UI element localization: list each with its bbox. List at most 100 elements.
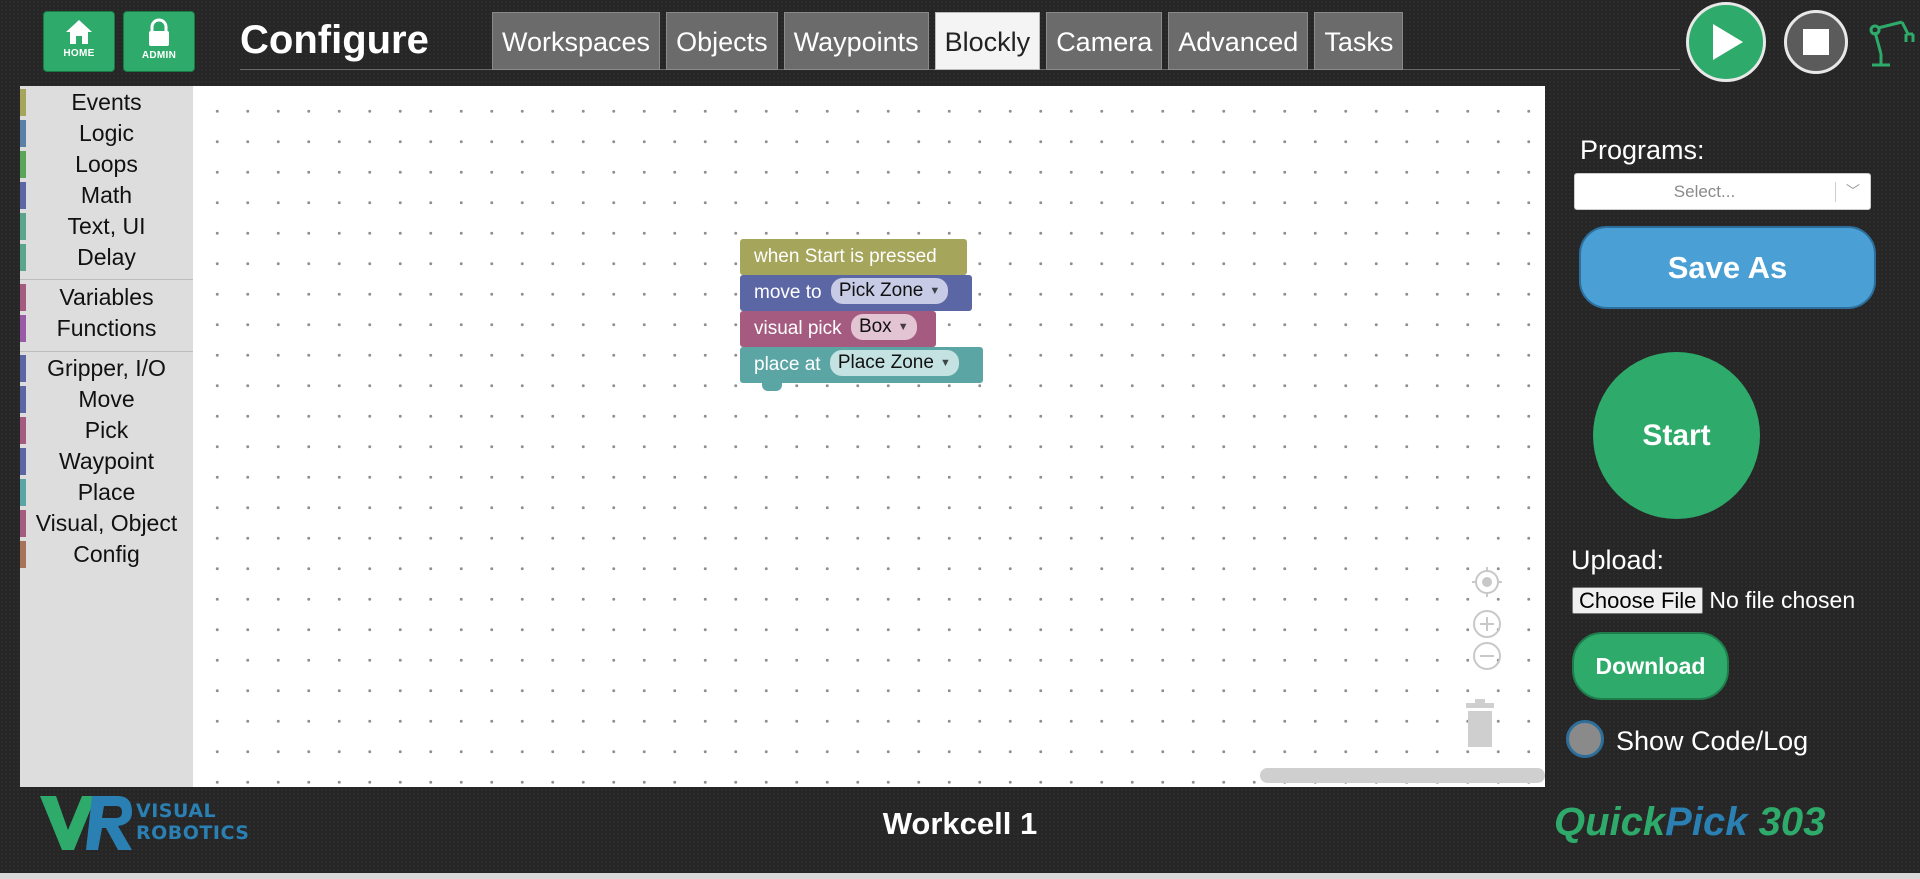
workcell-name: Workcell 1 — [882, 806, 1038, 841]
category-visual-object[interactable]: Visual, Object — [20, 508, 193, 539]
category-label: Pick — [84, 417, 129, 443]
block-visual-pick[interactable]: visual pick Box ▼ — [740, 311, 936, 355]
play-icon — [1713, 24, 1743, 60]
category-color-bar — [20, 417, 26, 444]
tab-blockly[interactable]: Blockly — [934, 12, 1041, 70]
toolbox-separator — [20, 279, 193, 280]
choose-file-button[interactable]: Choose File — [1572, 587, 1704, 614]
category-color-bar — [20, 386, 26, 413]
no-file-text: No file chosen — [1709, 587, 1856, 613]
category-color-bar — [20, 355, 26, 382]
category-move[interactable]: Move — [20, 384, 193, 415]
category-label: Delay — [77, 244, 136, 270]
show-code-toggle[interactable] — [1566, 720, 1604, 758]
dropdown-value: Pick Zone — [838, 280, 924, 301]
robot-arm-icon[interactable] — [1866, 16, 1916, 68]
tab-camera[interactable]: Camera — [1046, 12, 1163, 70]
category-color-bar — [20, 448, 26, 475]
tab-tasks[interactable]: Tasks — [1314, 12, 1404, 70]
block-notch — [762, 383, 782, 391]
pick-zone-dropdown[interactable]: Pick Zone ▼ — [830, 278, 949, 304]
box-dropdown[interactable]: Box ▼ — [850, 314, 917, 340]
block-text: when Start is pressed — [754, 246, 937, 267]
horizontal-scrollbar[interactable] — [1260, 768, 1545, 783]
category-label: Text, UI — [67, 213, 146, 239]
category-color-bar — [20, 541, 26, 568]
visual-robotics-logo: VISUAL ROBOTICS — [38, 790, 250, 854]
stop-icon — [1803, 29, 1829, 55]
block-when-start[interactable]: when Start is pressed — [740, 239, 967, 283]
select-divider — [1835, 182, 1836, 202]
category-label: Math — [80, 182, 133, 208]
block-canvas[interactable] — [193, 86, 1545, 787]
category-label: Logic — [79, 120, 134, 146]
trash-icon[interactable] — [1462, 699, 1498, 749]
download-button[interactable]: Download — [1572, 632, 1729, 700]
save-as-button[interactable]: Save As — [1579, 226, 1876, 309]
block-move-to[interactable]: move to Pick Zone ▼ — [740, 275, 972, 319]
category-delay[interactable]: Delay — [20, 242, 193, 273]
category-place[interactable]: Place — [20, 477, 193, 508]
stop-button[interactable] — [1784, 10, 1848, 74]
place-zone-dropdown[interactable]: Place Zone▼ — [829, 350, 959, 376]
category-color-bar — [20, 284, 26, 311]
tab-waypoints[interactable]: Waypoints — [783, 12, 929, 70]
home-icon — [66, 20, 92, 44]
category-label: Variables — [59, 284, 154, 310]
product-name-pick: Pick — [1665, 800, 1748, 844]
category-label: Waypoint — [58, 448, 155, 474]
category-variables[interactable]: Variables — [20, 282, 193, 313]
product-name-quick: Quick — [1554, 800, 1666, 844]
tab-advanced[interactable]: Advanced — [1168, 12, 1309, 70]
category-color-bar — [20, 89, 26, 116]
category-color-bar — [20, 315, 26, 342]
category-label: Visual, Object — [35, 510, 178, 536]
dropdown-value: Box — [858, 316, 892, 337]
logo-word-robotics: ROBOTICS — [136, 822, 250, 844]
category-label: Gripper, I/O — [47, 355, 166, 381]
category-events[interactable]: Events — [20, 87, 193, 118]
category-text-ui[interactable]: Text, UI — [20, 211, 193, 242]
category-label: Events — [71, 89, 142, 115]
category-color-bar — [20, 479, 26, 506]
programs-select[interactable]: Select... ﹀ — [1574, 173, 1871, 210]
category-color-bar — [20, 120, 26, 147]
dropdown-arrow-icon: ▼ — [929, 285, 941, 297]
tab-workspaces[interactable]: Workspaces — [492, 12, 661, 70]
run-button[interactable] — [1686, 2, 1766, 82]
block-text: visual pick — [754, 318, 842, 339]
show-code-label: Show Code/Log — [1616, 726, 1809, 756]
product-name: QuickPick 303 — [1554, 800, 1825, 845]
block-text: move to — [754, 282, 822, 303]
category-math[interactable]: Math — [20, 180, 193, 211]
tab-objects[interactable]: Objects — [666, 12, 778, 70]
category-config[interactable]: Config — [20, 539, 193, 570]
recenter-icon[interactable] — [1472, 567, 1502, 597]
zoom-in-icon[interactable] — [1472, 609, 1502, 639]
category-loops[interactable]: Loops — [20, 149, 193, 180]
zoom-out-icon[interactable] — [1472, 641, 1502, 671]
category-color-bar — [20, 213, 26, 240]
home-button[interactable]: HOME — [43, 11, 115, 72]
dropdown-arrow-icon: ▼ — [897, 321, 909, 333]
category-waypoint[interactable]: Waypoint — [20, 446, 193, 477]
category-color-bar — [20, 182, 26, 209]
category-pick[interactable]: Pick — [20, 415, 193, 446]
start-button[interactable]: Start — [1593, 352, 1760, 519]
category-functions[interactable]: Functions — [20, 313, 193, 344]
category-logic[interactable]: Logic — [20, 118, 193, 149]
category-gripper-io[interactable]: Gripper, I/O — [20, 353, 193, 384]
page-title: Configure — [240, 18, 429, 62]
home-label: HOME — [63, 48, 95, 59]
category-label: Functions — [56, 315, 157, 341]
toolbox-separator — [20, 351, 193, 352]
chevron-down-icon: ﹀ — [1846, 183, 1860, 199]
tab-bar: Workspaces Objects Waypoints Blockly Cam… — [492, 12, 1409, 70]
category-label: Loops — [75, 151, 138, 177]
block-place-at[interactable]: place at Place Zone▼ — [740, 347, 983, 391]
upload-label: Upload: — [1571, 545, 1665, 575]
category-color-bar — [20, 510, 26, 537]
admin-button[interactable]: ADMIN — [123, 11, 195, 72]
programs-label: Programs: — [1580, 135, 1705, 165]
logo-word-visual: VISUAL — [136, 800, 217, 822]
